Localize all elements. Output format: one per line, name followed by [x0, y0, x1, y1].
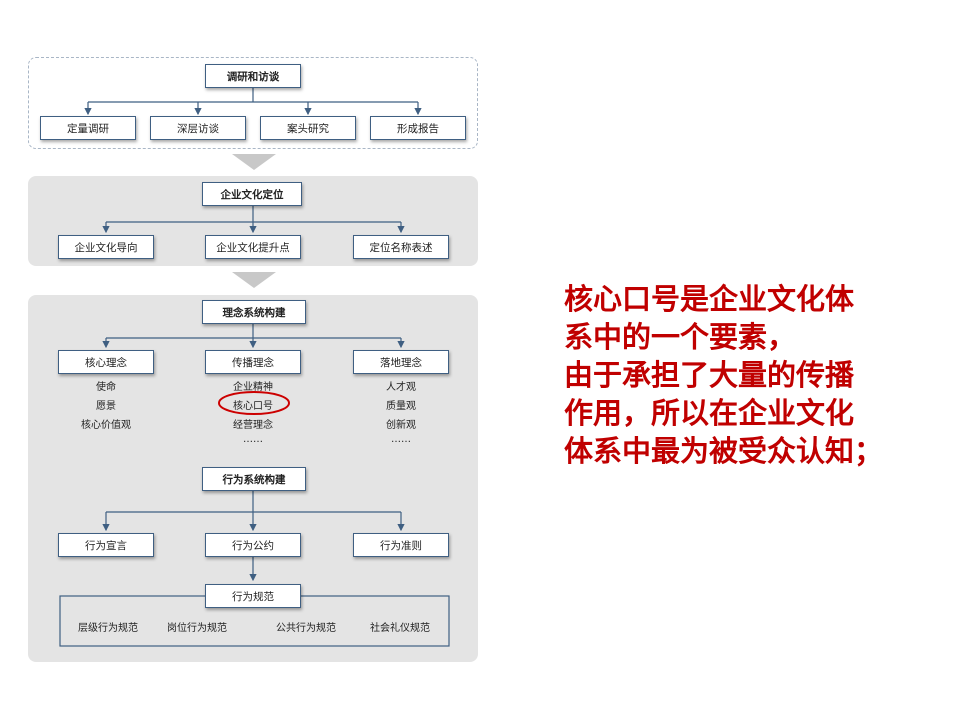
- callout-line: 核心口号是企业文化体: [564, 282, 855, 316]
- norm-item-public: 公共行为规范: [276, 623, 336, 634]
- norm-item-social: 社会礼仪规范: [370, 623, 430, 634]
- callout-line: 体系中最为被受众认知；: [564, 434, 884, 468]
- implementation-concept-item: 人才观: [386, 382, 416, 393]
- callout-line: 作用，所以在企业文化: [564, 396, 855, 430]
- positioning-item-orientation: 企业文化导向: [58, 235, 154, 259]
- research-item-quantitative: 定量调研: [40, 116, 136, 140]
- research-item-desk: 案头研究: [260, 116, 356, 140]
- core-concept-item: 愿景: [96, 401, 116, 412]
- communication-concept-box: 传播理念: [205, 350, 301, 374]
- norm-item-position: 岗位行为规范: [167, 623, 227, 634]
- behavior-norms-box: 行为规范: [205, 584, 301, 608]
- concept-system-title-box: 理念系统构建: [202, 300, 306, 324]
- positioning-title-box: 企业文化定位: [202, 182, 302, 206]
- implementation-concept-item: 质量观: [386, 401, 416, 412]
- communication-concept-ellipsis: ……: [243, 434, 263, 445]
- behavior-declaration-box: 行为宣言: [58, 533, 154, 557]
- core-concept-box: 核心理念: [58, 350, 154, 374]
- norm-item-hierarchy: 层级行为规范: [78, 623, 138, 634]
- behavior-system-title-box: 行为系统构建: [202, 467, 306, 491]
- positioning-item-naming: 定位名称表述: [353, 235, 449, 259]
- callout-line: 由于承担了大量的传播: [564, 358, 855, 392]
- core-concept-item: 使命: [96, 382, 116, 393]
- research-item-interview: 深层访谈: [150, 116, 246, 140]
- core-concept-item: 核心价值观: [81, 420, 131, 431]
- implementation-concept-ellipsis: ……: [391, 434, 411, 445]
- implementation-concept-box: 落地理念: [353, 350, 449, 374]
- communication-concept-item: 企业精神: [233, 382, 273, 393]
- research-title-box: 调研和访谈: [205, 64, 301, 88]
- callout-line: 系中的一个要素，: [564, 320, 797, 354]
- research-item-report: 形成报告: [370, 116, 466, 140]
- communication-concept-item: 经营理念: [233, 420, 273, 431]
- core-slogan-item: 核心口号: [233, 401, 273, 412]
- behavior-guideline-box: 行为准则: [353, 533, 449, 557]
- behavior-convention-box: 行为公约: [205, 533, 301, 557]
- positioning-item-upgrade: 企业文化提升点: [205, 235, 301, 259]
- implementation-concept-item: 创新观: [386, 420, 416, 431]
- callout-text: 核心口号是企业文化体 系中的一个要素， 由于承担了大量的传播 作用，所以在企业文…: [564, 280, 944, 470]
